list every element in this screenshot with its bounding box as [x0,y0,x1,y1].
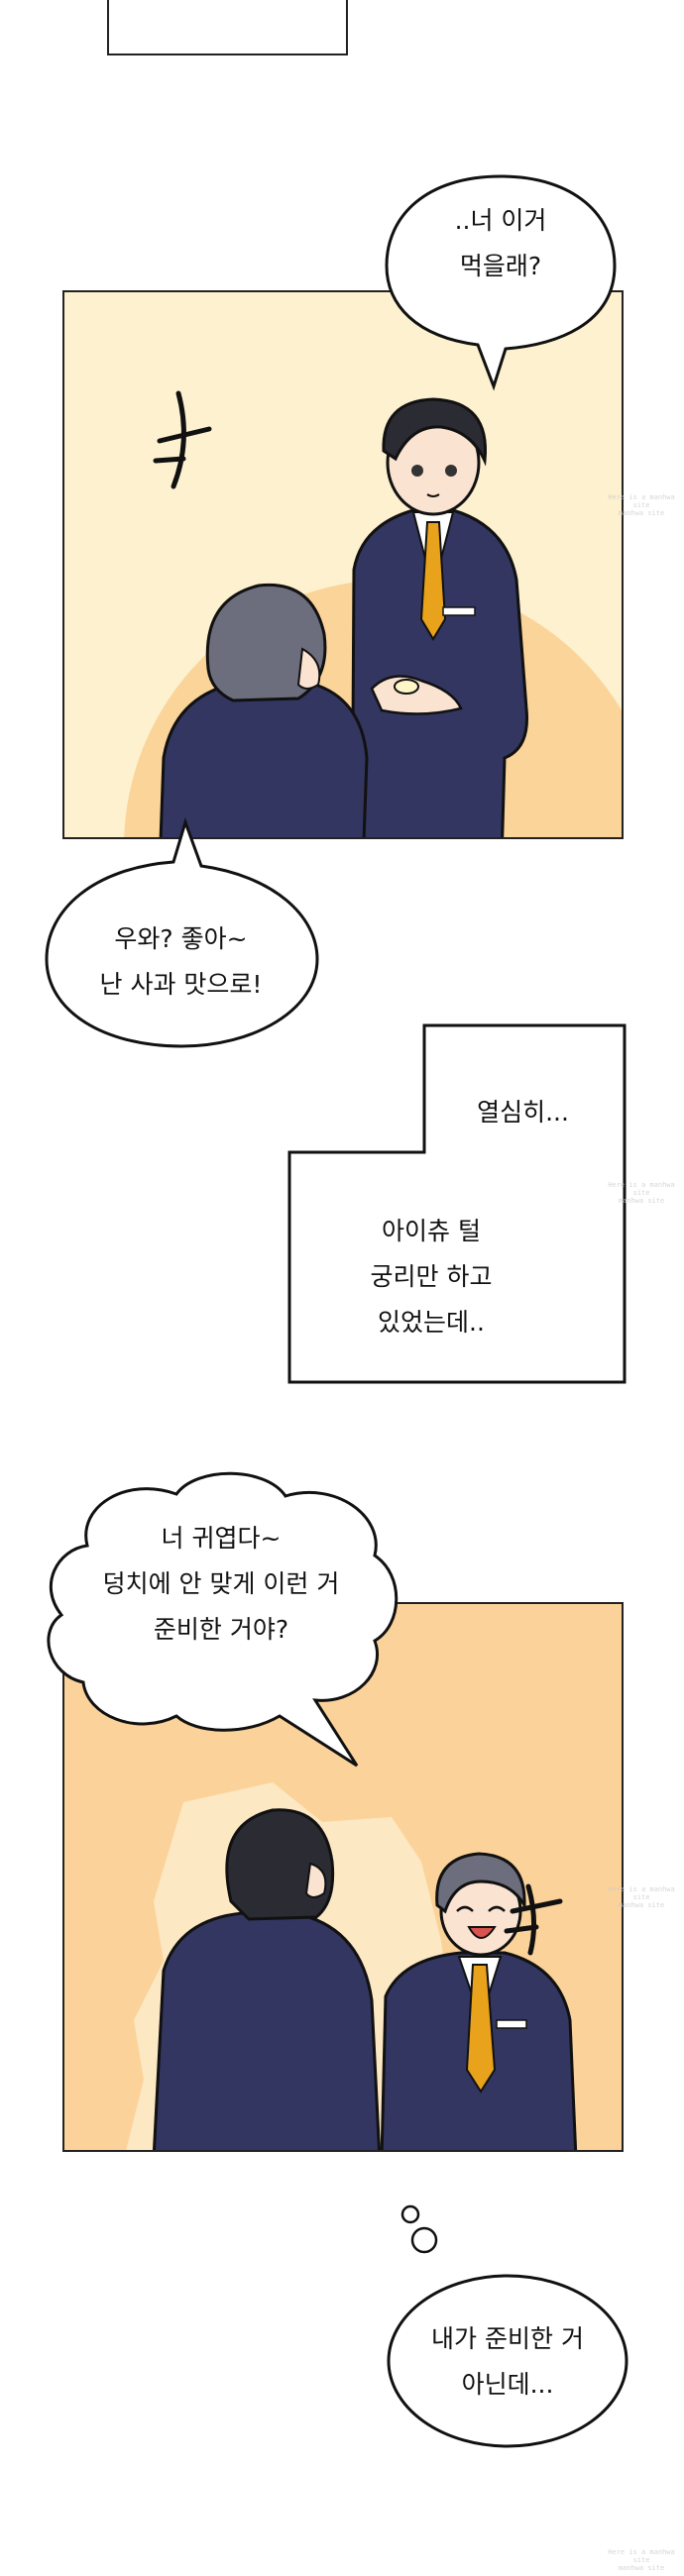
laughing-boy [380,1852,578,2150]
bubble-2-line-2: 난 사과 맛으로! [99,970,263,999]
narration-2-text: 아이츄 털 궁리만 하고 있었는데.. [327,1209,535,1345]
bubble-2-line-1: 우와? 좋아~ [114,924,248,953]
speech-bubble-1-shape [385,174,617,391]
narration-1-text: 열심히... [451,1090,595,1135]
narration-box-stepped [287,1023,627,1384]
gray-haired-boy [159,583,369,837]
bubble-3-line-2: 덩치에 안 맞게 이런 거 [102,1569,340,1598]
bubble-1-line-1: ..너 이거 [454,206,547,235]
bubble-3-line-3: 준비한 거야? [153,1615,289,1644]
watermark-3: Here is a manhwa site manhwa site [608,1885,675,1909]
panel-1 [62,290,624,839]
bubble-4-line-1: 내가 준비한 거 [431,2324,584,2353]
speech-bubble-3-text: 너 귀엽다~ 덩치에 안 맞게 이런 거 준비한 거야? [57,1516,385,1653]
narration-1-line-1: 열심히... [477,1098,569,1127]
speech-bubble-1-text: ..너 이거 먹을래? [397,198,605,289]
narration-2-line-1: 아이츄 털 [382,1217,481,1245]
speech-bubble-2-text: 우와? 좋아~ 난 사과 맛으로! [55,916,307,1008]
speech-bubble-4-shape [387,2204,628,2448]
dark-haired-boy [152,1808,382,2150]
twitch-mark-2 [504,1883,563,1956]
panel-1-art [124,390,622,837]
speech-bubble-3-shape [47,1471,399,1768]
speech-bubble-2-shape [45,817,319,1048]
watermark-1: Here is a manhwa site manhwa site [608,493,675,517]
bubble-4-line-2: 아닌데... [461,2370,554,2399]
speech-bubble-4-text: 내가 준비한 거 아닌데... [389,2316,627,2408]
watermark-4: Here is a manhwa site manhwa site [608,2548,675,2572]
thought-dot-small [400,2204,420,2224]
narration-2-line-3: 있었는데.. [378,1308,485,1337]
watermark-2: Here is a manhwa site manhwa site [608,1181,675,1205]
narration-2-line-2: 궁리만 하고 [370,1262,493,1291]
standing-boy [350,397,529,837]
panel-2-art [126,1782,578,2150]
twitch-mark [153,390,212,489]
thought-dot-large [410,2226,438,2254]
narration-box-top [107,0,348,55]
bubble-3-line-1: 너 귀엽다~ [161,1524,282,1553]
bubble-1-line-2: 먹을래? [459,252,542,280]
